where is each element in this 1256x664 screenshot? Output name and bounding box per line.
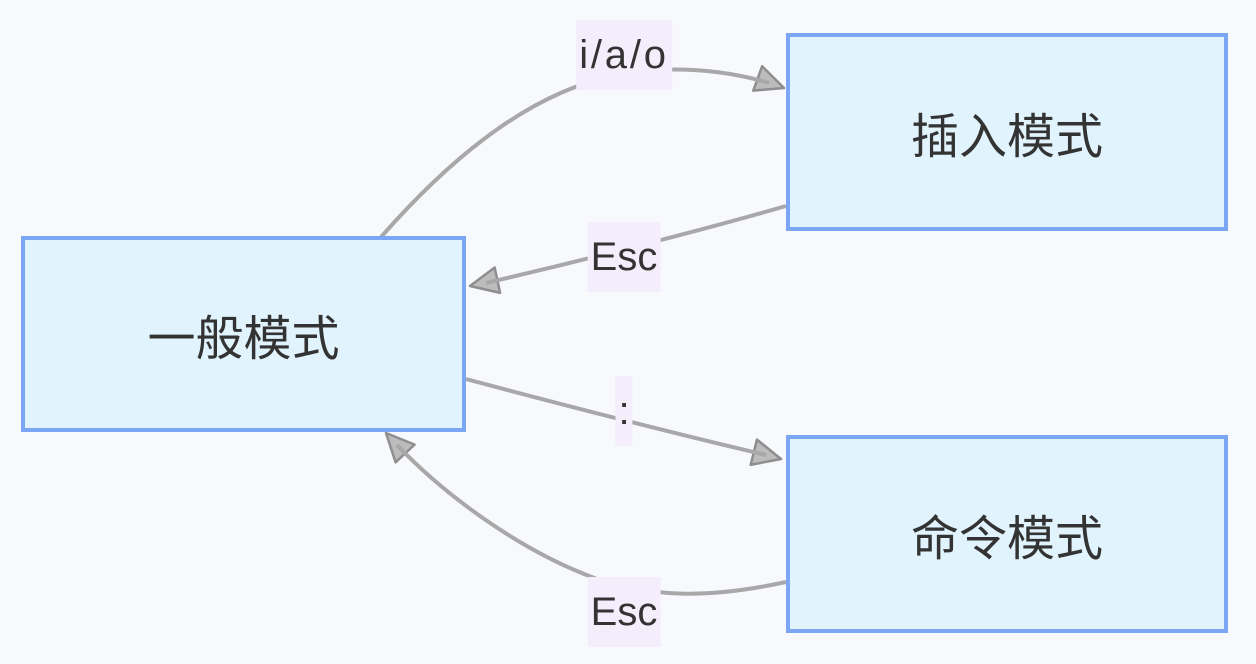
node-command-mode-label: 命令模式 xyxy=(910,513,1103,566)
edge-command-to-normal-path xyxy=(395,443,787,596)
arrowhead-to-command xyxy=(749,438,783,467)
edge-label-i-a-o: i/a/o xyxy=(576,20,672,90)
node-insert-mode-label: 插入模式 xyxy=(910,111,1103,164)
edge-label-esc-command-to-normal: Esc xyxy=(587,577,661,647)
node-normal-mode: 一般模式 xyxy=(21,236,466,432)
arrowhead-to-insert xyxy=(751,64,786,92)
edge-label-esc-insert-to-normal: Esc xyxy=(587,222,661,292)
node-normal-mode-label: 一般模式 xyxy=(147,313,340,366)
edge-normal-to-command-path xyxy=(465,377,767,457)
node-command-mode: 命令模式 xyxy=(786,435,1228,633)
arrowhead-to-normal-right xyxy=(468,266,502,295)
edge-label-colon: : xyxy=(615,376,633,446)
edge-normal-to-insert-path xyxy=(379,67,770,239)
node-insert-mode: 插入模式 xyxy=(786,33,1228,231)
